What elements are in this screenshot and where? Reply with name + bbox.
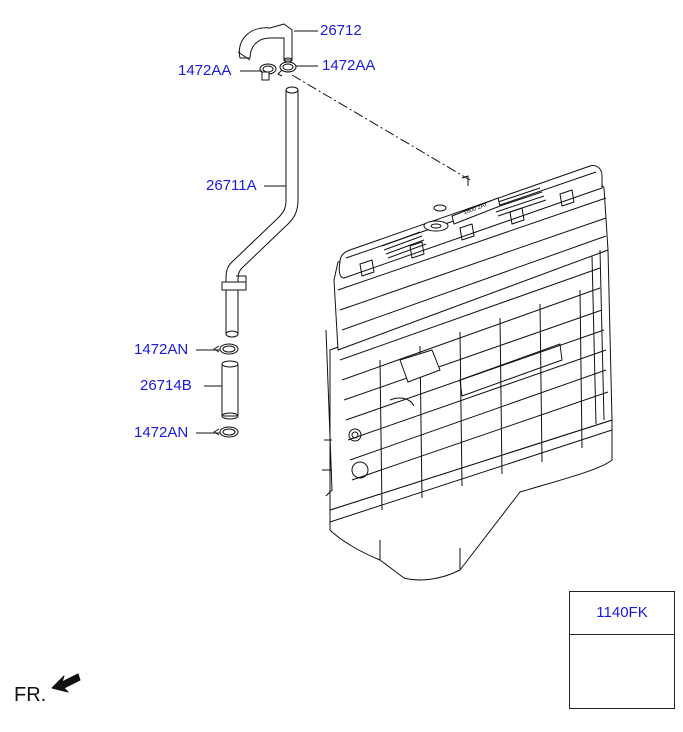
callout-1472aa-left[interactable]: 1472AA bbox=[178, 62, 232, 79]
breather-pipe-part[interactable] bbox=[221, 86, 299, 338]
part-legend-box: 1140FK bbox=[569, 591, 675, 709]
front-label: FR. bbox=[14, 684, 47, 706]
callout-1472aa-right[interactable]: 1472AA bbox=[322, 57, 376, 74]
engine-block[interactable] bbox=[322, 165, 613, 581]
callout-26711a[interactable]: 26711A bbox=[206, 177, 257, 194]
legend-part-number[interactable]: 1140FK bbox=[570, 592, 674, 635]
alignment-line bbox=[291, 74, 471, 181]
clamp-upper-left-part[interactable] bbox=[259, 63, 277, 81]
callout-26714b[interactable]: 26714B bbox=[140, 377, 192, 394]
front-arrow-icon bbox=[51, 673, 81, 693]
callout-26712[interactable]: 26712 bbox=[320, 22, 362, 39]
clamp-lower-top-part[interactable] bbox=[213, 343, 239, 355]
hose-upper-part[interactable] bbox=[237, 23, 293, 63]
callout-1472an-top[interactable]: 1472AN bbox=[134, 341, 189, 358]
leader-lines bbox=[196, 30, 318, 434]
callout-1472an-bottom[interactable]: 1472AN bbox=[134, 424, 189, 441]
hose-lower-part[interactable] bbox=[221, 360, 239, 420]
clamp-lower-bottom-part[interactable] bbox=[213, 426, 239, 438]
clamp-upper-right-part[interactable] bbox=[277, 61, 297, 77]
